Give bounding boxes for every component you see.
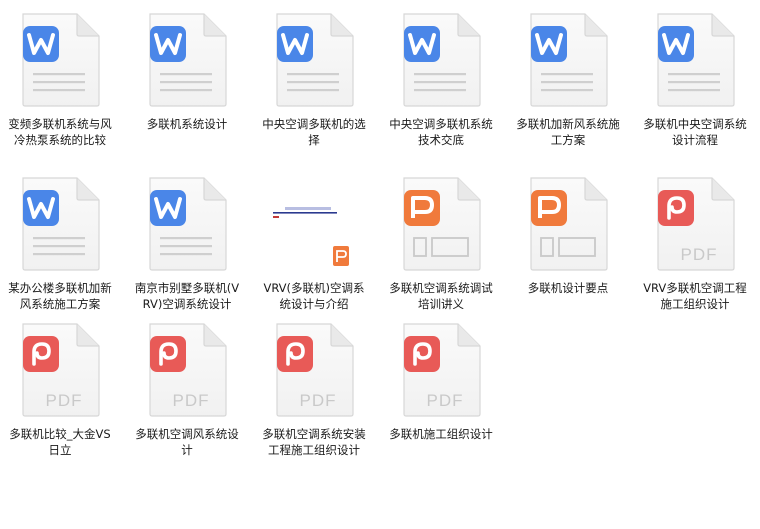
file-name-label: 多联机加新风系统施工方案 <box>516 117 620 147</box>
word-doc-icon <box>271 12 357 108</box>
word-doc-icon <box>652 12 738 108</box>
file-item[interactable]: PDF 多联机施工组织设计 <box>381 322 501 472</box>
file-item[interactable]: 多联机设计要点 <box>508 176 628 326</box>
file-name-label: VRV(多联机)空调系统设计与介绍 <box>263 281 365 311</box>
file-name-label: 多联机设计要点 <box>527 281 609 295</box>
file-item[interactable]: 中央空调多联机系统技术交底 <box>381 12 501 162</box>
file-item[interactable]: PDF 多联机空调风系统设计 <box>127 322 247 472</box>
word-doc-icon <box>144 176 230 272</box>
file-item[interactable]: PDF 多联机比较_大金VS日立 <box>0 322 120 472</box>
file-item[interactable]: 多联机空调系统调试培训讲义 <box>381 176 501 326</box>
file-name-label: 多联机施工组织设计 <box>389 427 493 441</box>
file-name-label: 某办公楼多联机加新风系统施工方案 <box>8 281 112 311</box>
file-name-label: 多联机空调系统安装工程施工组织设计 <box>262 427 366 457</box>
file-name-label: 变频多联机系统与风冷热泵系统的比较 <box>8 117 112 147</box>
file-item[interactable]: 多联机加新风系统施工方案 <box>508 12 628 162</box>
file-name-label: 多联机空调风系统设计 <box>135 427 239 457</box>
word-doc-icon <box>17 12 103 108</box>
file-item[interactable]: PDF 多联机空调系统安装工程施工组织设计 <box>254 322 374 472</box>
ppt-doc-icon <box>398 176 484 272</box>
file-name-label: 中央空调多联机系统技术交底 <box>389 117 493 147</box>
file-name-label: VRV多联机空调工程施工组织设计 <box>643 281 747 311</box>
word-doc-icon <box>525 12 611 108</box>
pdf-doc-icon: PDF <box>144 322 230 418</box>
svg-text:PDF: PDF <box>46 391 83 410</box>
file-item[interactable]: PDF VRV多联机空调工程施工组织设计 <box>635 176 755 326</box>
file-item[interactable]: 变频多联机系统与风冷热泵系统的比较 <box>0 12 120 162</box>
file-name-label: 多联机空调系统调试培训讲义 <box>389 281 493 311</box>
file-name-label: 南京市别墅多联机(VRV)空调系统设计 <box>134 281 240 311</box>
ppt-doc-icon <box>525 176 611 272</box>
svg-text:PDF: PDF <box>173 391 210 410</box>
word-doc-icon <box>17 176 103 272</box>
pdf-doc-icon: PDF <box>652 176 738 272</box>
pdf-doc-icon: PDF <box>271 322 357 418</box>
svg-text:PDF: PDF <box>427 391 464 410</box>
word-doc-icon <box>144 12 230 108</box>
file-name-label: 多联机系统设计 <box>146 117 228 131</box>
svg-text:PDF: PDF <box>300 391 337 410</box>
ppt-thumbnail-icon <box>271 176 357 272</box>
file-item[interactable]: 南京市别墅多联机(VRV)空调系统设计 <box>127 176 247 326</box>
file-name-label: 中央空调多联机的选择 <box>262 117 366 147</box>
file-item[interactable]: 某办公楼多联机加新风系统施工方案 <box>0 176 120 326</box>
file-item[interactable]: 多联机系统设计 <box>127 12 247 162</box>
file-item[interactable]: VRV(多联机)空调系统设计与介绍 <box>254 176 374 326</box>
pdf-doc-icon: PDF <box>17 322 103 418</box>
svg-text:PDF: PDF <box>681 245 718 264</box>
file-item[interactable]: 多联机中央空调系统设计流程 <box>635 12 755 162</box>
pdf-doc-icon: PDF <box>398 322 484 418</box>
file-name-label: 多联机中央空调系统设计流程 <box>643 117 747 147</box>
word-doc-icon <box>398 12 484 108</box>
file-name-label: 多联机比较_大金VS日立 <box>9 427 111 457</box>
file-item[interactable]: 中央空调多联机的选择 <box>254 12 374 162</box>
